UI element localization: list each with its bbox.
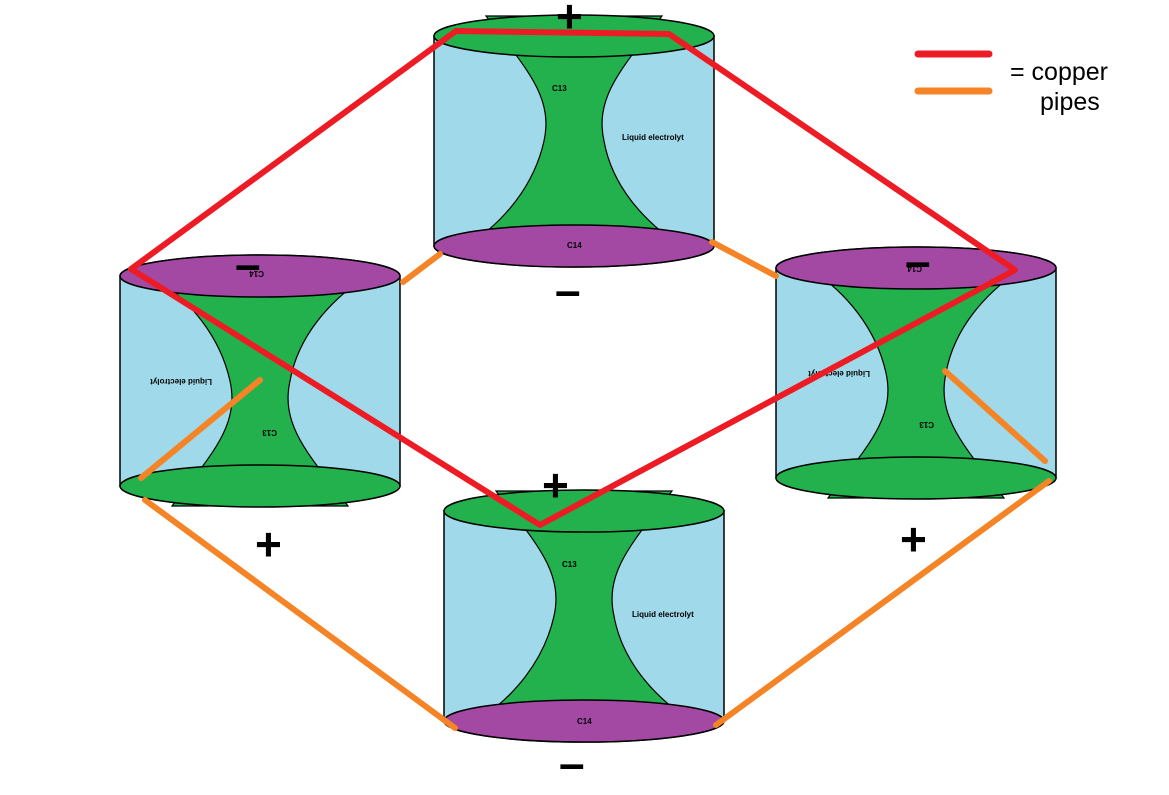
cell-right-c13-label: C13: [919, 420, 934, 429]
cell-left-labels: C13 Liquid electrolyt C14: [150, 269, 277, 437]
cell-bottom-c13-label: C13: [562, 560, 577, 569]
red-pipe-outer-loop: [128, 28, 1018, 528]
cell-right-body: [775, 246, 1057, 500]
sign-right-plus: +: [900, 513, 927, 565]
cell-base-ellipse: [119, 254, 401, 298]
sign-left-plus: +: [255, 518, 282, 570]
orange-pipe-top-left: [400, 251, 443, 285]
orange-pipe-bottom-to-right: [713, 478, 1052, 728]
orange-pipes: [138, 239, 1052, 731]
cell-right-labels: C13 Liquid electrolyt C14: [808, 264, 934, 429]
cell-bottom-electrolyte-label: Liquid electrolyt: [632, 610, 694, 619]
orange-pipe-left-inner: [138, 377, 263, 481]
cell-top-electrolyte-label: Liquid electrolyt: [622, 133, 684, 142]
orange-pipe-left-to-bottom: [142, 497, 458, 731]
legend: = copper pipes: [914, 50, 1108, 116]
cell-top-body: [433, 14, 715, 268]
cell-bottom: C13 Liquid electrolyt C14: [443, 489, 725, 743]
sign-left-minus: –: [235, 238, 261, 290]
cell-top-ellipse: [775, 456, 1057, 500]
legend-text-line1: = copper: [1010, 58, 1108, 86]
cell-top-c14-label: C14: [567, 241, 582, 250]
cell-left-c13-label: C13: [262, 428, 277, 437]
cell-top: C13 Liquid electrolyt C14: [433, 14, 715, 268]
red-pipes: [128, 28, 1018, 528]
sign-bottom-minus: –: [559, 737, 585, 789]
cell-top-ellipse: [433, 14, 715, 58]
cell-top-ellipse: [119, 464, 401, 508]
sign-right-minus: –: [905, 235, 931, 287]
sign-top-plus: +: [556, 0, 583, 42]
orange-pipe-right-inner: [942, 368, 1048, 464]
cell-bottom-c14-label: C14: [577, 717, 592, 726]
cell-right-electrolyte-label: Liquid electrolyt: [808, 369, 870, 378]
cell-right-c14-label: C14: [907, 264, 922, 273]
cell-top-c13-label: C13: [552, 84, 567, 93]
sign-bottom-plus: +: [542, 459, 569, 511]
cell-base-ellipse: [775, 246, 1057, 290]
orange-pipe-top-right: [709, 239, 779, 279]
cell-bottom-body: [443, 489, 725, 743]
sign-top-minus: –: [555, 264, 581, 316]
legend-text-line2: pipes: [1040, 88, 1100, 116]
polarity-signs: + – – + – + + –: [235, 0, 931, 789]
cell-right: [775, 246, 1057, 500]
cell-left-electrolyte-label: Liquid electrolyt: [150, 377, 212, 386]
cell-top-ellipse: [443, 489, 725, 533]
cell-left: [119, 254, 401, 508]
cell-left-c14-label: C14: [249, 269, 264, 278]
cell-left-body: [119, 254, 401, 508]
